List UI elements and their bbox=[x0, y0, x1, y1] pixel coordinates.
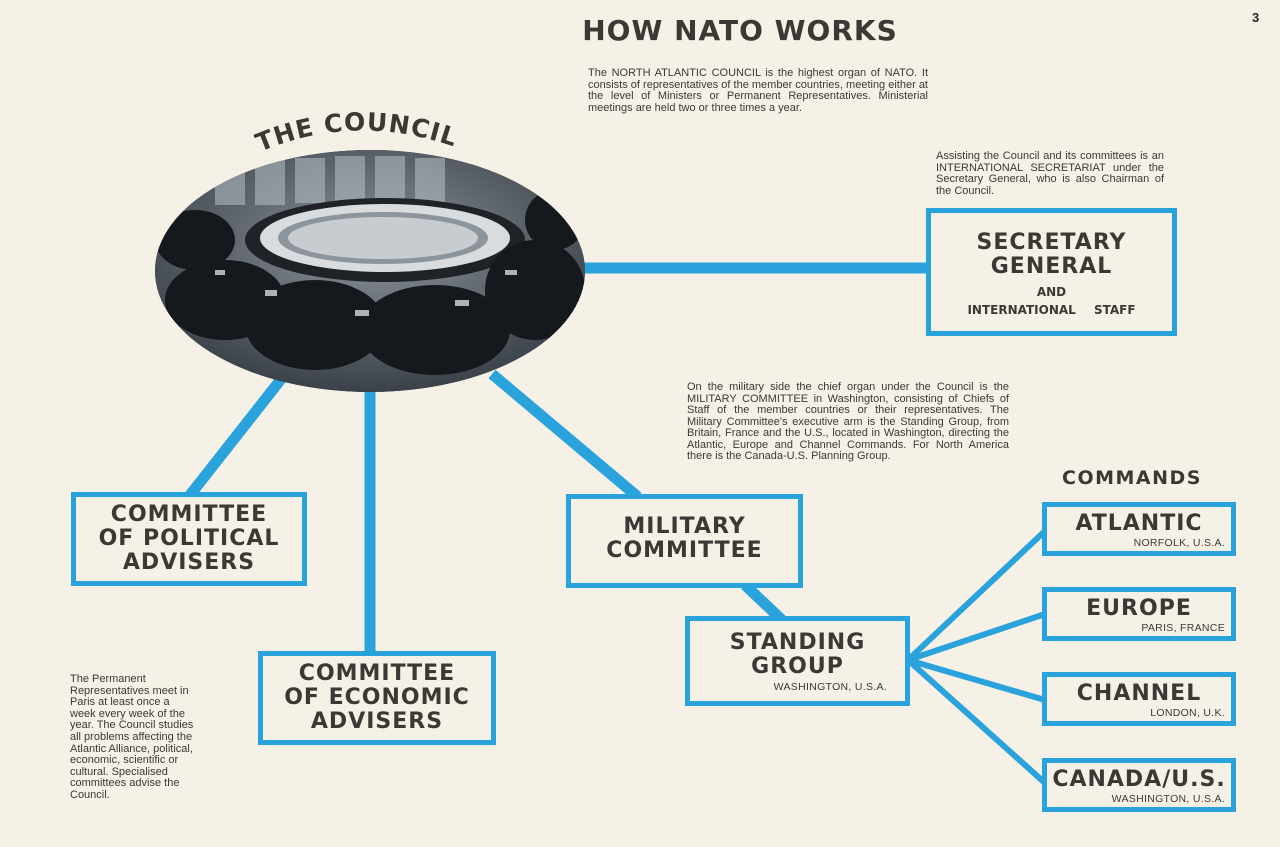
commands-heading: COMMANDS bbox=[1062, 467, 1202, 489]
connector-standing-atlantic bbox=[905, 528, 1048, 663]
political-line1: COMMITTEE bbox=[110, 502, 268, 527]
standing-line2: GROUP bbox=[751, 654, 844, 679]
political-advisers-box: COMMITTEE OF POLITICAL ADVISERS bbox=[71, 492, 307, 586]
secretary-line: SECRETARY bbox=[976, 230, 1127, 255]
standing-location: WASHINGTON, U.S.A. bbox=[773, 681, 887, 693]
connector-military-standing bbox=[741, 581, 786, 624]
standing-group-box: STANDING GROUP WASHINGTON, U.S.A. bbox=[685, 616, 910, 706]
economic-line1: COMMITTEE bbox=[298, 661, 456, 686]
military-line2: COMMITTEE bbox=[606, 538, 763, 563]
council-title: THE COUNCIL bbox=[252, 112, 461, 157]
council-photo bbox=[155, 150, 585, 392]
military-line1: MILITARY bbox=[623, 514, 746, 539]
and-line: AND bbox=[1036, 285, 1067, 299]
general-line: GENERAL bbox=[990, 254, 1113, 279]
command-location: LONDON, U.K. bbox=[1150, 707, 1225, 719]
connector-council-political bbox=[185, 374, 287, 499]
command-europe-box: EUROPE PARIS, FRANCE bbox=[1042, 587, 1236, 641]
permanent-representatives-note: The Permanent Representatives meet in Pa… bbox=[70, 673, 194, 801]
page-title: HOW NATO WORKS bbox=[582, 14, 898, 47]
connector-standing-europe bbox=[907, 611, 1046, 663]
economic-line3: ADVISERS bbox=[310, 709, 444, 734]
standing-line1: STANDING bbox=[729, 630, 866, 655]
international-staff-line: INTERNATIONAL STAFF bbox=[967, 303, 1136, 317]
command-atlantic-box: ATLANTIC NORFOLK, U.S.A. bbox=[1042, 502, 1236, 556]
economic-advisers-box: COMMITTEE OF ECONOMIC ADVISERS bbox=[258, 651, 496, 745]
intro-text: The NORTH ATLANTIC COUNCIL is the highes… bbox=[588, 67, 928, 114]
command-location: WASHINGTON, U.S.A. bbox=[1111, 793, 1225, 805]
military-note: On the military side the chief organ und… bbox=[687, 381, 1009, 462]
command-channel-box: CHANNEL LONDON, U.K. bbox=[1042, 672, 1236, 726]
economic-line2: OF ECONOMIC bbox=[284, 685, 470, 710]
command-location: NORFOLK, U.S.A. bbox=[1133, 537, 1225, 549]
secretariat-note: Assisting the Council and its committees… bbox=[936, 150, 1164, 197]
command-location: PARIS, FRANCE bbox=[1141, 622, 1225, 634]
command-name: EUROPE bbox=[1086, 596, 1192, 621]
council-meeting-image bbox=[155, 150, 585, 392]
connector-council-military bbox=[488, 369, 642, 502]
page-number: 3 bbox=[1252, 10, 1260, 25]
military-committee-box: MILITARY COMMITTEE bbox=[566, 494, 803, 588]
political-line2: OF POLITICAL bbox=[98, 526, 280, 551]
command-name: ATLANTIC bbox=[1075, 511, 1203, 536]
command-canada-us-box: CANADA/U.S. WASHINGTON, U.S.A. bbox=[1042, 758, 1236, 812]
connector-standing-channel bbox=[907, 657, 1046, 703]
political-line3: ADVISERS bbox=[122, 550, 256, 575]
secretary-general-box: SECRETARY GENERAL AND INTERNATIONAL STAF… bbox=[926, 208, 1177, 336]
command-name: CANADA/U.S. bbox=[1052, 767, 1226, 792]
connector-standing-canada bbox=[905, 657, 1048, 786]
command-name: CHANNEL bbox=[1076, 681, 1202, 706]
